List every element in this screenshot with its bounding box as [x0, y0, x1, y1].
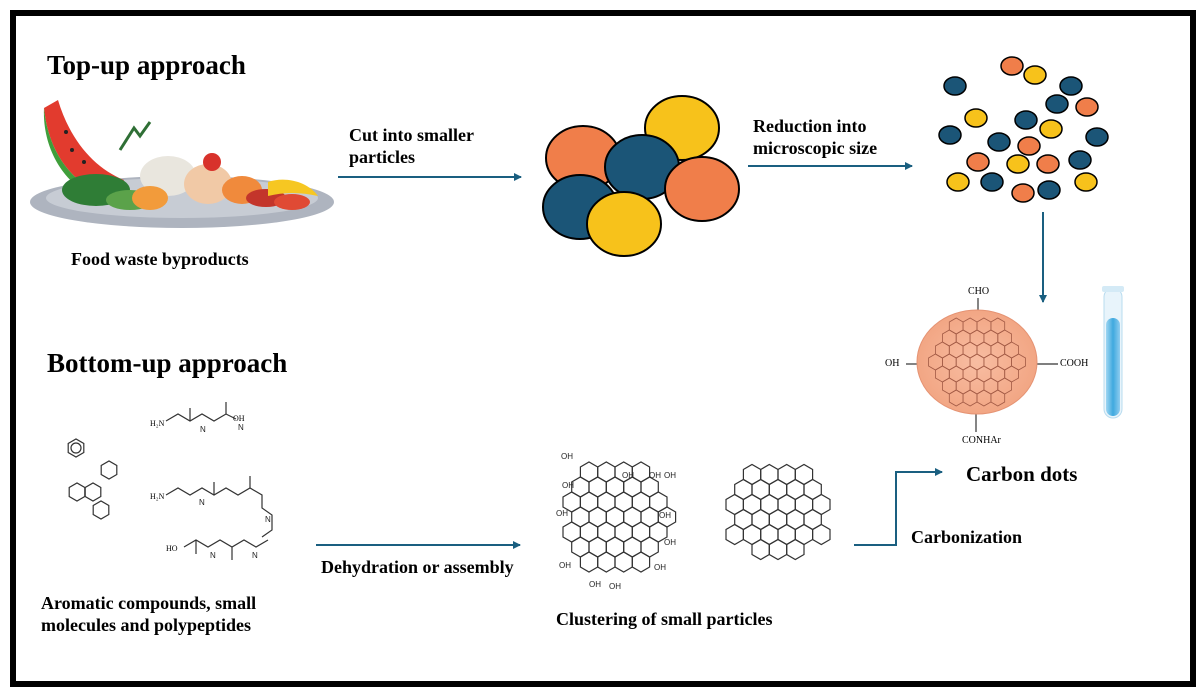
phenanthrene-ring: [100, 460, 118, 480]
cooh-group-label: COOH: [1060, 358, 1089, 369]
small-particle-yellow: [946, 172, 970, 192]
hydroxyl-oh-label: OH: [649, 471, 661, 480]
tetrapeptide-ho: HO: [166, 544, 178, 553]
hydroxyl-oh-label: OH: [559, 561, 571, 570]
amide-n-label: N: [210, 551, 216, 560]
cut-label-line2: particles: [349, 147, 415, 167]
graphene-ring: [768, 538, 788, 561]
oh-group-label: OH: [885, 358, 900, 369]
carbon-dot-hexagon: [990, 389, 1006, 407]
hydroxyl-oh-label: OH: [659, 511, 671, 520]
glycine-dimer-oh: OH: [233, 414, 245, 423]
peptide-chain: [165, 487, 273, 538]
hydroxyl-oh-label: OH: [664, 538, 676, 547]
graphene-ring: [751, 538, 770, 561]
conhar-group-label: CONHAr: [962, 435, 1001, 446]
small-particle-navy: [1045, 94, 1069, 114]
small-particle-navy: [1037, 180, 1061, 200]
food-waste-plate-icon: [30, 100, 334, 228]
hydroxylated-ring: [579, 551, 599, 573]
graphene-ring: [786, 538, 805, 561]
hydroxyl-oh-label: OH: [664, 471, 676, 480]
small-particle-navy: [943, 76, 967, 96]
cho-group-label: CHO: [968, 286, 990, 297]
small-particle-yellow: [1074, 172, 1098, 192]
tripeptide-h2n: H₂N: [150, 492, 165, 501]
peptide-chain: [183, 539, 269, 548]
amide-n-label: N: [200, 425, 206, 434]
small-particle-navy: [980, 172, 1004, 192]
amide-n-label: N: [265, 515, 271, 524]
small-particle-orange: [1000, 56, 1024, 76]
microscopic-particle-cloud: [938, 56, 1109, 203]
phenanthrene-ring: [92, 500, 110, 520]
top-up-heading: Top-up approach: [47, 50, 246, 80]
hydroxyl-oh-label: OH: [654, 563, 666, 572]
large-particle-yellow: [586, 191, 662, 257]
benzene-ring: [67, 438, 85, 458]
dehydration-label: Dehydration or assembly: [321, 557, 514, 577]
phenanthrene-ring: [68, 482, 86, 502]
peptide-chain: [165, 413, 237, 422]
aromatic-label-line1: Aromatic compounds, small: [41, 593, 257, 613]
hydroxyl-oh-label: OH: [556, 509, 568, 518]
small-particle-orange: [1011, 183, 1035, 203]
food-waste-label: Food waste byproducts: [71, 249, 249, 269]
bottom-up-heading: Bottom-up approach: [47, 348, 288, 378]
small-particle-navy: [987, 132, 1011, 152]
arrow-carbonization: [854, 468, 943, 546]
hydroxyl-oh-label: OH: [562, 481, 574, 490]
hydroxyl-oh-label: OH: [589, 580, 601, 589]
small-particle-orange: [1017, 136, 1041, 156]
graphene-ring: [812, 523, 831, 546]
aromatic-label-line2: molecules and polypeptides: [41, 615, 252, 635]
amide-n-label: N: [238, 423, 244, 432]
small-molecules-drawing: N N N N N N: [67, 402, 273, 560]
small-particle-yellow: [1006, 154, 1030, 174]
glycine-dimer-h2n: H₂N: [150, 419, 165, 428]
hydroxylated-ring: [631, 551, 651, 573]
small-particle-navy: [1085, 127, 1109, 147]
carbon-dots-label: Carbon dots: [966, 462, 1078, 486]
hydroxyl-oh-label: OH: [561, 452, 573, 461]
hydroxylated-ring: [614, 551, 633, 573]
small-particle-orange: [1036, 154, 1060, 174]
benzene-aromatic-circle: [70, 442, 82, 454]
small-particle-yellow: [964, 108, 988, 128]
phenanthrene-ring: [84, 482, 102, 502]
small-particle-navy: [1068, 150, 1092, 170]
reduction-label-line2: microscopic size: [753, 138, 878, 158]
carbon-dot-icon: [906, 298, 1058, 432]
test-tube-icon: [1102, 286, 1124, 419]
carbonization-label: Carbonization: [911, 527, 1023, 547]
small-particle-yellow: [1023, 65, 1047, 85]
hydroxyl-oh-label: OH: [609, 582, 621, 591]
amide-n-label: N: [199, 498, 205, 507]
amide-n-label: N: [252, 551, 258, 560]
small-particle-yellow: [1039, 119, 1063, 139]
small-particle-navy: [938, 125, 962, 145]
cut-label-line1: Cut into smaller: [349, 125, 474, 145]
clustering-label: Clustering of small particles: [556, 609, 773, 629]
graphene-cluster-drawing: [725, 463, 831, 561]
small-particle-navy: [1059, 76, 1083, 96]
large-particle-cluster: [542, 95, 740, 257]
reduction-label-line1: Reduction into: [753, 116, 867, 136]
small-particle-orange: [1075, 97, 1099, 117]
diagram-frame: [10, 10, 1196, 687]
small-particle-navy: [1014, 110, 1038, 130]
small-particle-orange: [966, 152, 990, 172]
large-particle-orange: [664, 156, 740, 222]
hydroxyl-oh-label: OH: [622, 471, 634, 480]
hydroxylated-ring: [597, 551, 616, 573]
graphene-ring: [725, 523, 744, 546]
